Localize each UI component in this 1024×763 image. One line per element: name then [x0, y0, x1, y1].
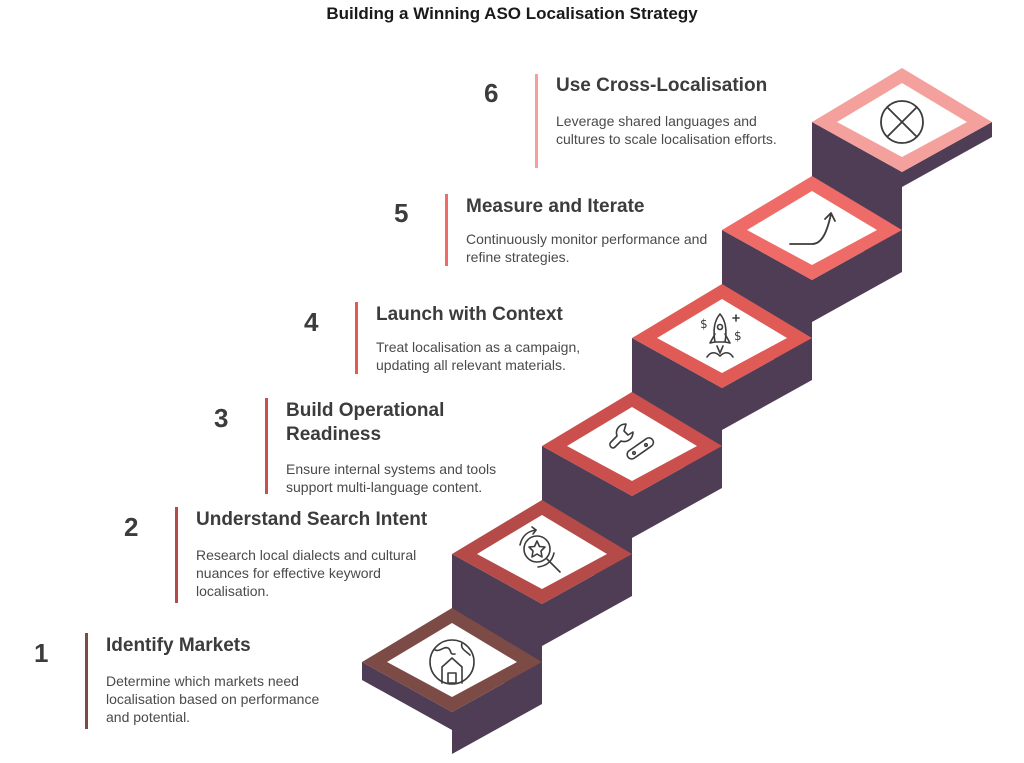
step-accent-bar [445, 194, 448, 266]
svg-text:$: $ [734, 329, 742, 343]
step-number: 5 [394, 198, 409, 228]
step-heading: Measure and Iterate [466, 196, 645, 217]
step-accent-bar [175, 507, 178, 603]
rocket-icon: $ $ [700, 313, 742, 358]
step-description: Research local dialects and cultural nua… [196, 547, 417, 599]
growth-arrow-icon [789, 212, 836, 245]
step-accent-bar [535, 74, 538, 168]
step-number: 3 [214, 403, 229, 433]
step-accent-bar [355, 302, 358, 374]
step-number: 6 [484, 78, 499, 108]
step-description: Leverage shared languages and cultures t… [556, 113, 777, 147]
step-number: 4 [304, 307, 319, 337]
page-title: Building a Winning ASO Localisation Stra… [326, 4, 698, 23]
step-heading: Build Operational Readiness [286, 400, 445, 445]
svg-text:$: $ [700, 317, 708, 331]
search-star-icon [519, 526, 561, 573]
globe-house-icon [429, 639, 475, 685]
step-heading: Identify Markets [106, 635, 251, 656]
step-number: 2 [124, 512, 139, 542]
step-heading: Launch with Context [376, 304, 563, 325]
step-heading: Use Cross-Localisation [556, 75, 768, 96]
step-description: Continuously monitor performance and ref… [466, 231, 708, 265]
step-description: Treat localisation as a campaign, updati… [376, 339, 581, 373]
step-number: 1 [34, 638, 49, 668]
cross-circle-icon [880, 100, 924, 144]
stair-step-1 [362, 608, 542, 754]
step-description: Determine which markets need localisatio… [106, 673, 320, 725]
step-accent-bar [85, 633, 88, 729]
step-description: Ensure internal systems and tools suppor… [286, 461, 497, 495]
tools-icon [609, 423, 655, 460]
step-accent-bar [265, 398, 268, 494]
step-heading: Understand Search Intent [196, 509, 428, 530]
